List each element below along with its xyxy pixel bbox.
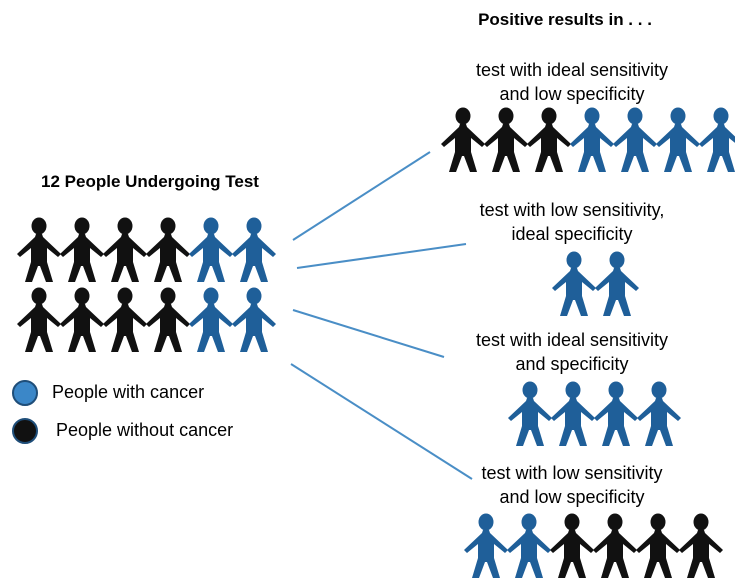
left-row-2-person-6-with-cancer bbox=[232, 287, 276, 352]
left-row-1-person-4-without-cancer bbox=[146, 217, 190, 282]
left-row-1-person-1-without-cancer bbox=[17, 217, 61, 282]
left-title: 12 People Undergoing Test bbox=[41, 172, 259, 191]
scenario-1-label-line2: and low specificity bbox=[499, 84, 645, 104]
scenario-3-person-1-with-cancer bbox=[508, 381, 552, 446]
scenario-4-person-5-without-cancer bbox=[636, 513, 680, 578]
connector-line-2 bbox=[296, 243, 467, 269]
left-row-2-person-2-without-cancer bbox=[60, 287, 104, 352]
scenario-1-person-1-without-cancer bbox=[441, 107, 485, 172]
scenario-3-label-line1: test with ideal sensitivity bbox=[475, 330, 669, 350]
scenario-1-person-3-without-cancer bbox=[527, 107, 571, 172]
scenario-4-person-3-without-cancer bbox=[550, 513, 594, 578]
scenario-3-person-4-with-cancer bbox=[637, 381, 681, 446]
left-row-2-person-3-without-cancer bbox=[103, 287, 147, 352]
scenario-4-person-4-without-cancer bbox=[593, 513, 637, 578]
legend-with-cancer-label: People with cancer bbox=[52, 382, 205, 402]
legend-without-cancer-label: People without cancer bbox=[56, 420, 234, 440]
legend-with-cancer-dot bbox=[12, 380, 38, 406]
legend-without-cancer-dot bbox=[12, 418, 38, 444]
left-row-1-person-6-with-cancer bbox=[232, 217, 276, 282]
scenario-2-person-1-with-cancer bbox=[552, 251, 596, 316]
scenario-4-person-2-with-cancer bbox=[507, 513, 551, 578]
scenario-4-person-6-without-cancer bbox=[679, 513, 723, 578]
scenario-1-person-4-with-cancer bbox=[570, 107, 614, 172]
right-title: Positive results in . . . bbox=[478, 10, 652, 29]
left-row-2-person-1-without-cancer bbox=[17, 287, 61, 352]
scenario-1-person-5-with-cancer bbox=[613, 107, 657, 172]
left-row-1-person-5-with-cancer bbox=[189, 217, 233, 282]
scenario-1-person-2-without-cancer bbox=[484, 107, 528, 172]
scenario-4-label-line1: test with low sensitivity bbox=[481, 463, 663, 483]
connector-line-1 bbox=[292, 151, 431, 241]
scenario-1-person-7-with-cancer bbox=[699, 107, 735, 172]
scenario-3-person-2-with-cancer bbox=[551, 381, 595, 446]
scenario-2-person-2-with-cancer bbox=[595, 251, 639, 316]
scenario-2-label-line2: ideal specificity bbox=[511, 224, 633, 244]
scenario-3-person-3-with-cancer bbox=[594, 381, 638, 446]
left-row-1-person-2-without-cancer bbox=[60, 217, 104, 282]
scenario-1-person-6-with-cancer bbox=[656, 107, 700, 172]
connector-line-4 bbox=[290, 363, 473, 480]
scenario-1-label-line1: test with ideal sensitivity bbox=[475, 60, 669, 80]
scenario-4-label-line2: and low specificity bbox=[499, 487, 645, 507]
left-row-1-person-3-without-cancer bbox=[103, 217, 147, 282]
scenario-2-label-line1: test with low sensitivity, bbox=[479, 200, 665, 220]
left-row-2-person-4-without-cancer bbox=[146, 287, 190, 352]
scenario-4-person-1-with-cancer bbox=[464, 513, 508, 578]
scenario-3-label-line2: and specificity bbox=[515, 354, 629, 374]
connector-line-3 bbox=[292, 309, 445, 358]
left-row-2-person-5-with-cancer bbox=[189, 287, 233, 352]
